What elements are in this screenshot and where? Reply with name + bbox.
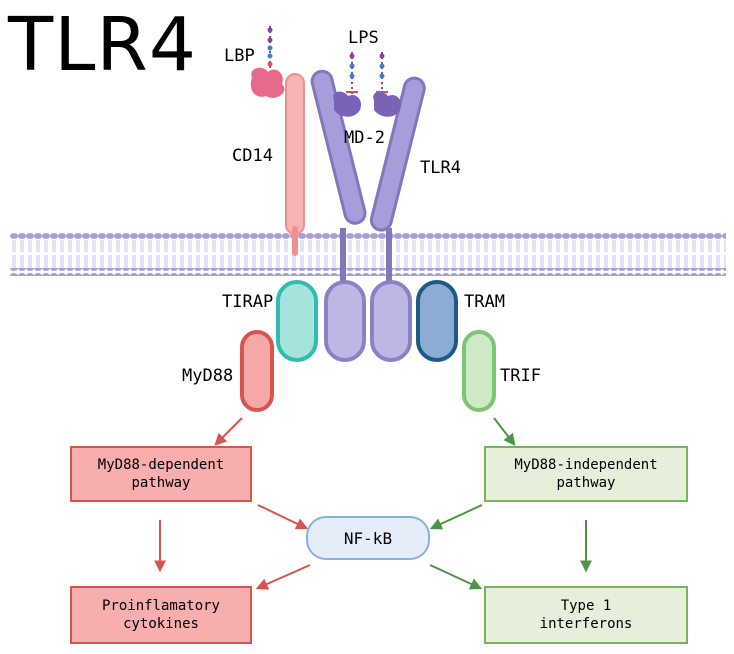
- myd88-dependent-pathway-text: MyD88-dependent pathway: [97, 457, 225, 491]
- tlr4-label: TLR4: [420, 158, 461, 178]
- trif-adaptor: [462, 330, 496, 412]
- type1-interferons-text: Type 1 interferons: [539, 598, 633, 632]
- tlr4-right-arm: [369, 76, 426, 284]
- lps-label: LPS: [348, 28, 379, 48]
- proinflammatory-cytokines-box: Proinflamatory cytokines: [70, 586, 252, 644]
- myd88-adaptor: [240, 330, 274, 412]
- type1-interferons-box: Type 1 interferons: [484, 586, 688, 644]
- md2-label: MD-2: [344, 128, 385, 148]
- myd88-independent-pathway-box: MyD88-independent pathway: [484, 446, 688, 502]
- nfkb-text: NF-kB: [343, 528, 393, 548]
- myd88-label: MyD88: [182, 366, 234, 386]
- tirap-label: TIRAP: [222, 292, 274, 312]
- tram-label: TRAM: [464, 292, 505, 312]
- cell-membrane: [10, 232, 726, 276]
- cd14-receptor: [285, 73, 305, 256]
- cd14-label: CD14: [232, 146, 273, 166]
- lbp-molecule: [250, 26, 285, 98]
- proinflammatory-cytokines-text: Proinflamatory cytokines: [101, 598, 220, 632]
- tlr4-left-arm: [310, 69, 367, 284]
- md2-molecules: [333, 91, 402, 117]
- tir-domains: [276, 280, 458, 362]
- lps-molecules: [346, 52, 388, 98]
- trif-label: TRIF: [500, 366, 541, 386]
- diagram-title: TLR4: [8, 2, 197, 88]
- lbp-label: LBP: [224, 46, 255, 66]
- myd88-independent-pathway-text: MyD88-independent pathway: [514, 457, 658, 491]
- pathway-arrows: [154, 417, 592, 590]
- nfkb-node: NF-kB: [306, 516, 430, 560]
- myd88-dependent-pathway-box: MyD88-dependent pathway: [70, 446, 252, 502]
